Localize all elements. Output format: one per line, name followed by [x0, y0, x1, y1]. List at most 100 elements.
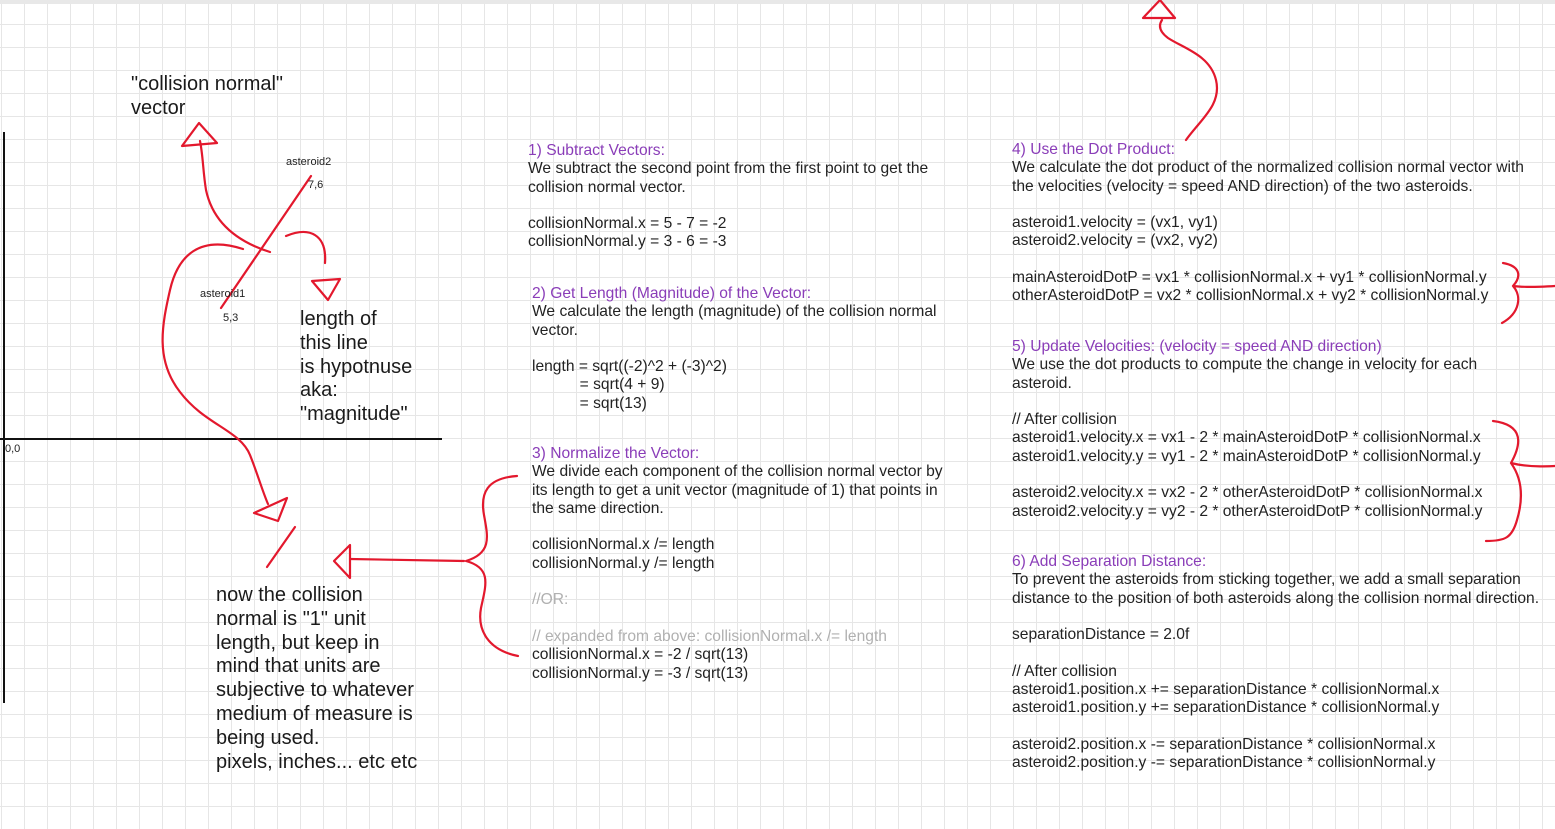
asteroid2-label: asteroid2: [286, 156, 332, 168]
step-text-line: asteroid1.velocity.x = vx1 - 2 * mainAst…: [1012, 429, 1481, 447]
step-text-line: collisionNormal.x /= length: [532, 536, 715, 554]
hypotenuse-note: length of this line is hypotnuse aka: "m…: [300, 308, 412, 427]
step-text-line: otherAsteroidDotP = vx2 * collisionNorma…: [1012, 287, 1489, 305]
arrow-to-hypotenuse-note: [284, 231, 327, 265]
step-text-line: the same direction.: [532, 499, 664, 517]
step-text-line: We use the dot products to compute the c…: [1012, 356, 1478, 374]
unit-length-note: now the collision normal is "1" unit len…: [216, 584, 417, 774]
step-text-line: the velocities (velocity = speed AND dir…: [1012, 177, 1473, 195]
step-text-line: asteroid2.velocity.x = vx2 - 2 * otherAs…: [1012, 484, 1483, 502]
step-text-line: asteroid2.position.y -= separationDistan…: [1012, 754, 1436, 772]
step-text-line: [532, 573, 943, 591]
step-text-line: = sqrt(13): [532, 394, 647, 412]
step-heading: 5) Update Velocities: (velocity = speed …: [1012, 338, 1382, 355]
arrowhead-hypotenuse: [310, 277, 342, 302]
step-block: 2) Get Length (Magnitude) of the Vector:…: [532, 285, 937, 413]
collision-normal-segment: [219, 174, 313, 310]
step-text-line: collisionNormal.x = 5 - 7 = -2: [528, 215, 727, 233]
arrowhead-collision-normal: [180, 121, 219, 148]
note-line: length of: [300, 308, 377, 330]
canvas-top-border: [0, 0, 1555, 4]
step-text-line: asteroid1.position.y += separationDistan…: [1012, 699, 1440, 717]
note-line: this line: [300, 331, 368, 354]
step-block: 6) Add Separation Distance:To prevent th…: [1012, 553, 1539, 773]
step-comment-line: //OR:: [532, 591, 569, 609]
collision-normal-label: "collision normal" vector: [131, 73, 283, 121]
arrowhead-normalize: [332, 543, 352, 580]
step-text-line: collisionNormal.y = -3 / sqrt(13): [532, 664, 749, 682]
step-heading: 2) Get Length (Magnitude) of the Vector:: [532, 285, 812, 302]
step-block: 3) Normalize the Vector:We divide each c…: [532, 445, 943, 683]
note-line: normal is "1" unit: [216, 607, 366, 630]
step-text-line: vector.: [532, 321, 578, 339]
step-text-line: asteroid1.velocity = (vx1, vy1): [1012, 214, 1218, 232]
step-text-line: mainAsteroidDotP = vx1 * collisionNormal…: [1012, 269, 1487, 287]
step-block: 1) Subtract Vectors:We subtract the seco…: [528, 142, 928, 252]
arrowhead-unit-vector: [252, 496, 289, 523]
step-text-line: asteroid2.velocity = (vx2, vy2): [1012, 232, 1218, 250]
step-text-line: [532, 340, 937, 358]
brace-velocity-updates: [1484, 419, 1555, 543]
asteroid2-coordinate: 7,6: [308, 179, 324, 191]
step-text-line: [1012, 196, 1524, 214]
step-text-line: asteroid.: [1012, 374, 1072, 392]
loop-arrow-to-unit-vector: [161, 243, 270, 506]
label-line: vector: [131, 96, 186, 119]
arrow-to-collision-normal-label: [198, 139, 272, 254]
step-text-line: [1012, 466, 1482, 484]
step-text-line: asteroid1.position.x += separationDistan…: [1012, 681, 1440, 699]
step-text-line: [1012, 644, 1539, 662]
step-text-line: We calculate the length (magnitude) of t…: [532, 303, 937, 321]
step-text-line: // After collision: [1012, 662, 1117, 680]
label-line: "collision normal": [131, 73, 284, 95]
step-text-line: [1012, 718, 1539, 736]
arrow-from-normalize-step: [348, 557, 466, 563]
step-text-line: [532, 518, 943, 536]
step-text-line: [1012, 608, 1539, 626]
note-line: is hypotnuse: [300, 355, 413, 378]
step-text-line: [1012, 393, 1482, 411]
step-text-line: distance to the position of both asteroi…: [1012, 589, 1540, 607]
step-heading: 1) Subtract Vectors:: [528, 142, 665, 159]
step-text-line: asteroid1.velocity.y = vy1 - 2 * mainAst…: [1012, 447, 1481, 465]
step-text-line: separationDistance = 2.0f: [1012, 626, 1190, 644]
note-line: aka:: [300, 379, 338, 402]
step-heading: 3) Normalize the Vector:: [532, 445, 700, 462]
step-text-line: [532, 610, 943, 628]
step-heading: 6) Add Separation Distance:: [1012, 553, 1207, 570]
step-text-line: length = sqrt((-2)^2 + (-3)^2): [532, 358, 727, 376]
step-text-line: We subtract the second point from the fi…: [528, 160, 929, 178]
note-line: being used.: [216, 726, 320, 749]
step-text-line: We divide each component of the collisio…: [532, 463, 943, 481]
brace-step-3: [464, 474, 520, 658]
asteroid1-coordinate: 5,3: [223, 312, 239, 324]
step-text-line: asteroid2.position.x -= separationDistan…: [1012, 735, 1436, 753]
note-line: length, but keep in: [216, 631, 380, 654]
step-comment-line: // expanded from above: collisionNormal.…: [532, 627, 887, 645]
note-line: now the collision: [216, 584, 363, 606]
arrow-from-step-4: [1158, 18, 1219, 142]
step-text-line: asteroid2.velocity.y = vy2 - 2 * otherAs…: [1012, 502, 1483, 520]
note-line: pixels, inches... etc etc: [216, 750, 418, 773]
normalized-vector-segment: [265, 525, 297, 569]
step-text-line: [528, 197, 928, 215]
asteroid1-label: asteroid1: [200, 288, 246, 300]
step-block: 5) Update Velocities: (velocity = speed …: [1012, 338, 1482, 521]
origin-label: 0,0: [5, 443, 21, 455]
note-line: mind that units are: [216, 655, 381, 678]
step-text-line: collisionNormal.y = 3 - 6 = -3: [528, 233, 727, 251]
step-block: 4) Use the Dot Product:We calculate the …: [1012, 141, 1524, 306]
arrowhead-step-4: [1141, 0, 1177, 20]
note-line: medium of measure is: [216, 702, 413, 725]
step-text-line: collisionNormal.y /= length: [532, 554, 715, 572]
step-text-line: collision normal vector.: [528, 178, 686, 196]
step-text-line: collisionNormal.x = -2 / sqrt(13): [532, 646, 749, 664]
brace-dot-products: [1500, 261, 1555, 325]
step-text-line: its length to get a unit vector (magnitu…: [532, 481, 938, 499]
note-line: subjective to whatever: [216, 679, 414, 702]
step-text-line: To prevent the asteroids from sticking t…: [1012, 571, 1521, 589]
step-text-line: [1012, 251, 1524, 269]
step-text-line: // After collision: [1012, 411, 1117, 429]
note-line: "magnitude": [300, 403, 408, 426]
step-text-line: = sqrt(4 + 9): [532, 376, 665, 394]
